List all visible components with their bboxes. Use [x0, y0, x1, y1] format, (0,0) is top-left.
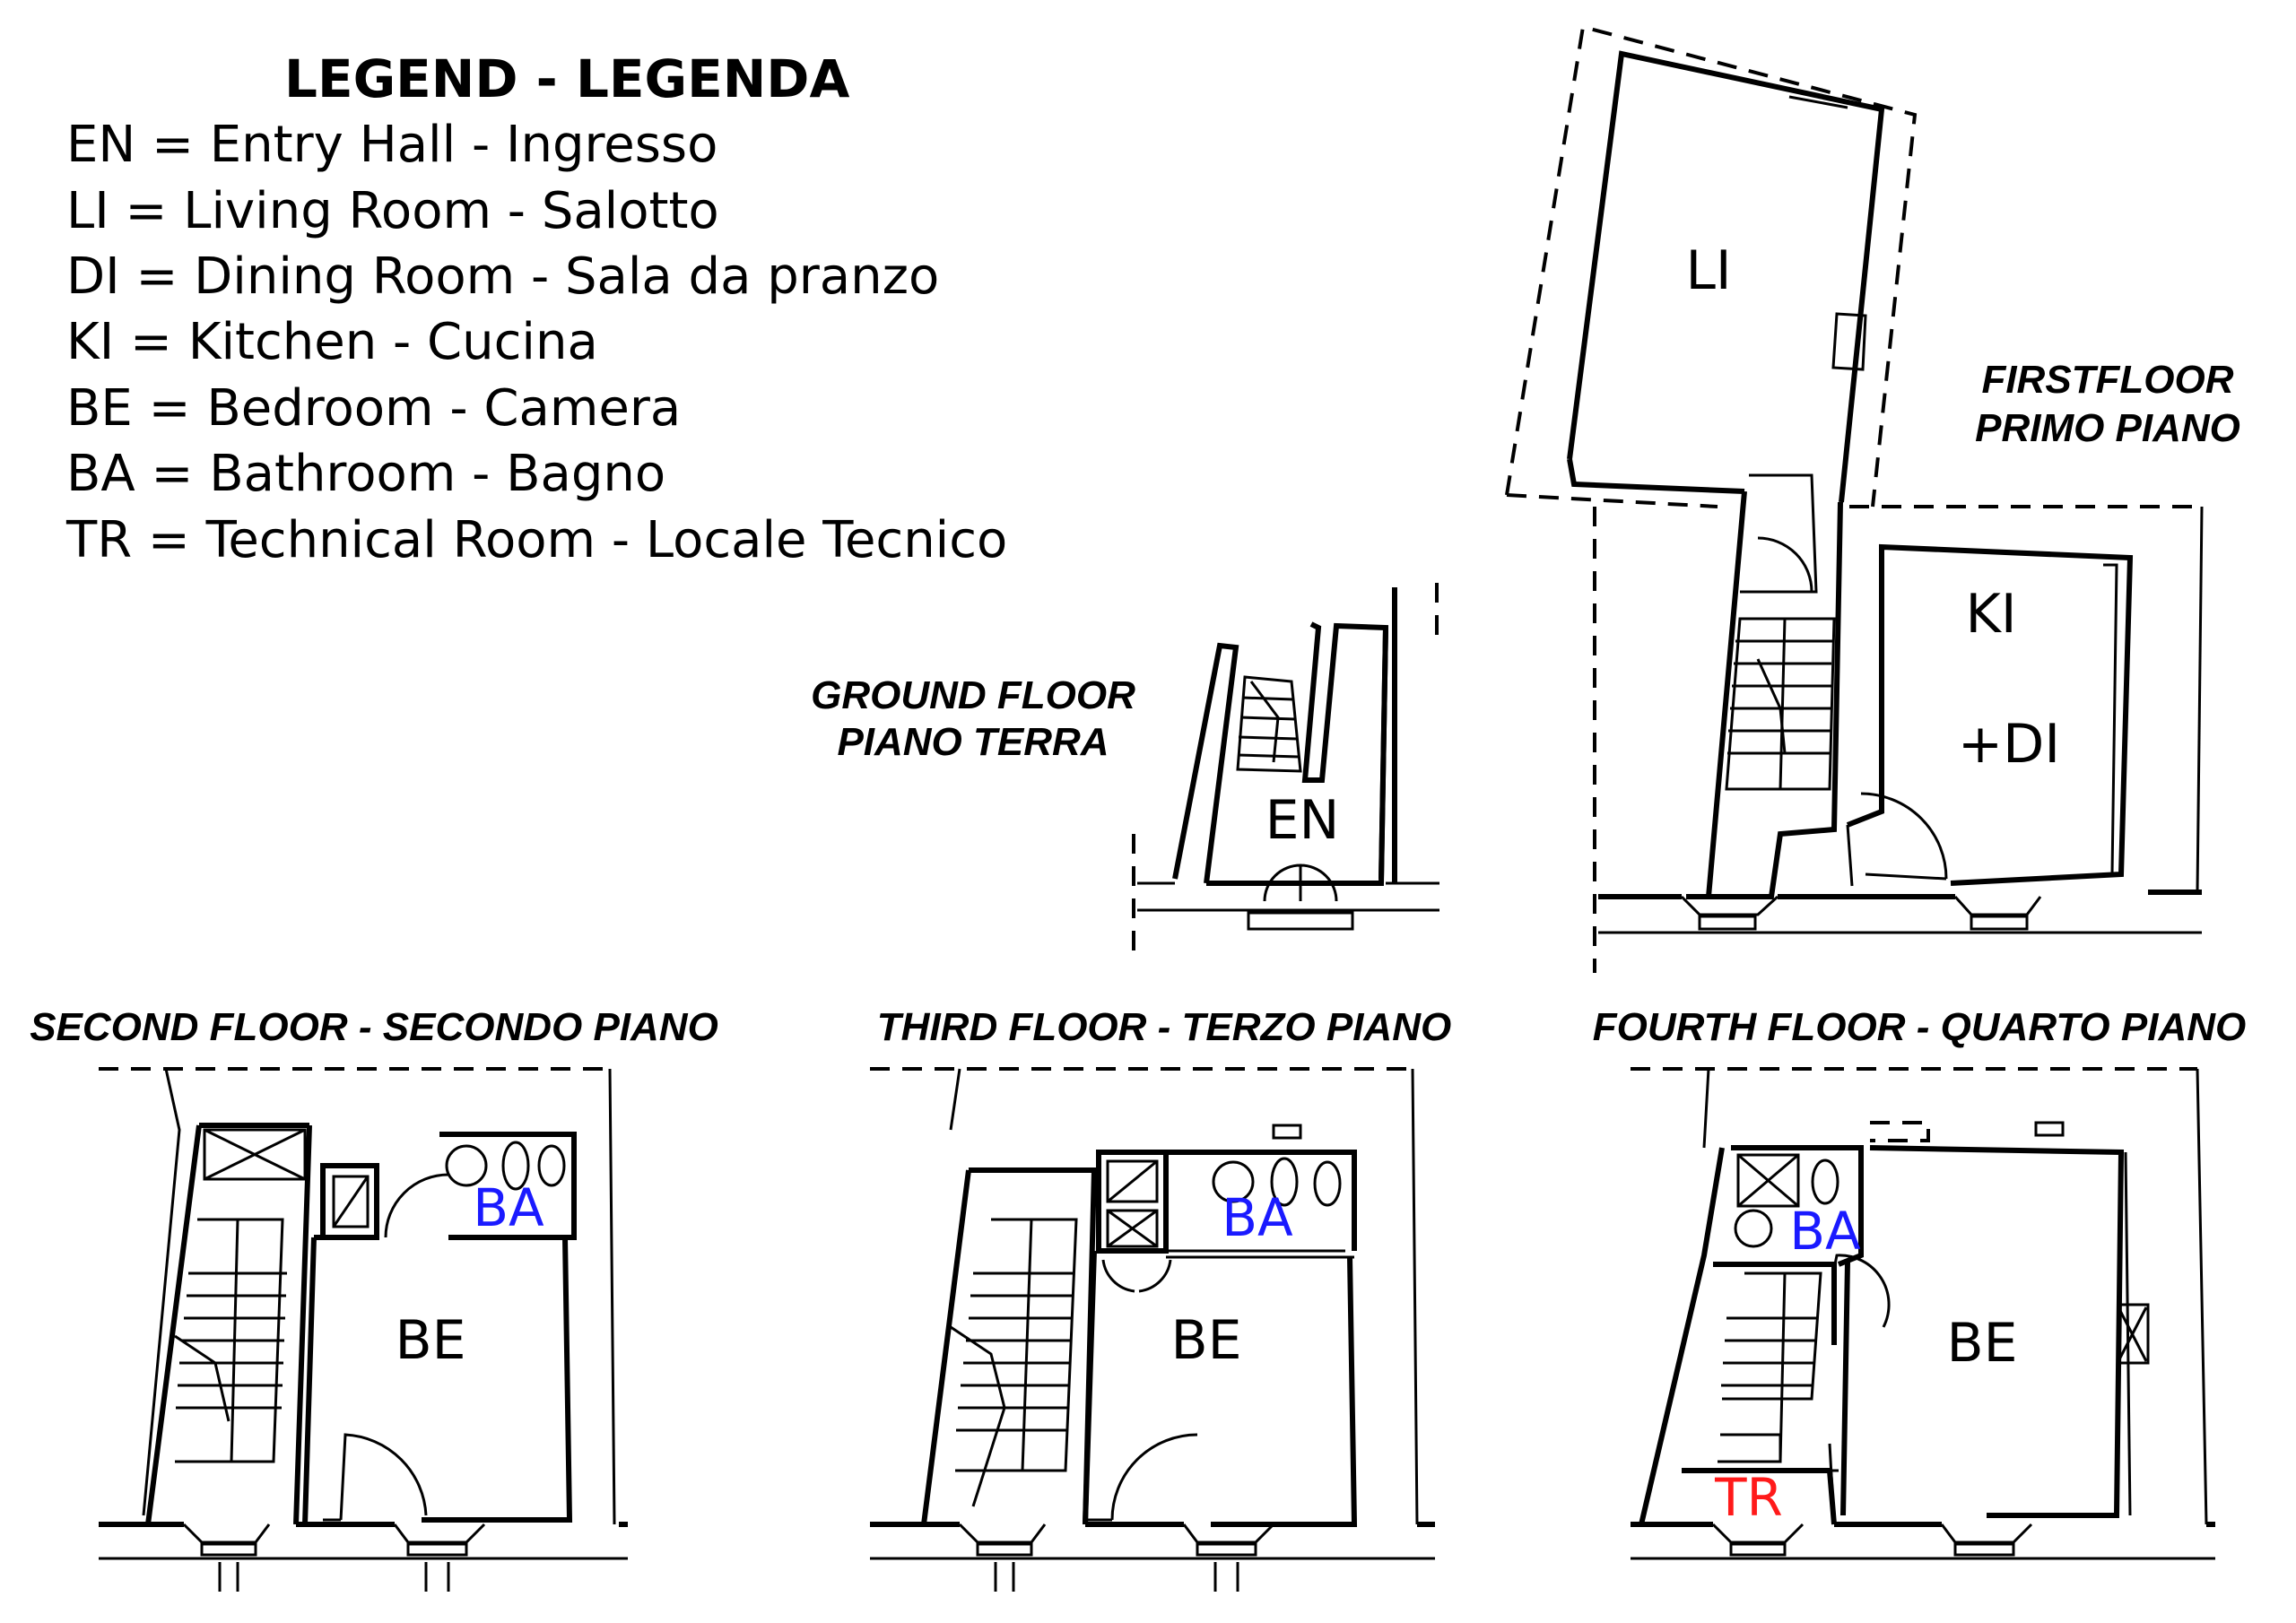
second-floor-label: SECOND FLOOR - SECONDO PIANO [30, 1005, 718, 1049]
first-floor-label-en: FIRSTFLOOR [1981, 358, 2233, 402]
ground-floor-label-it: PIANO TERRA [837, 720, 1109, 764]
second-floor-plan: SECOND FLOOR - SECONDO PIANO BA BE [30, 1005, 718, 1592]
fourth-floor-plan: FOURTH FLOOR - QUARTO PIANO BA BE TR [1593, 1005, 2246, 1560]
ground-floor-plan: GROUND FLOOR PIANO TERRA EN [811, 583, 1439, 959]
third-room-ba: BA [1222, 1187, 1293, 1248]
first-room-li: LI [1685, 239, 1731, 302]
fourth-room-ba: BA [1789, 1201, 1861, 1262]
legend-item-di: DI = Dining Room - Sala da pranzo [66, 247, 939, 306]
second-room-be: BE [395, 1309, 465, 1372]
legend-item-en: EN = Entry Hall - Ingresso [66, 116, 718, 174]
third-floor-label: THIRD FLOOR - TERZO PIANO [877, 1005, 1451, 1049]
legend-title: LEGEND - LEGENDA [284, 48, 849, 109]
fourth-floor-label: FOURTH FLOOR - QUARTO PIANO [1593, 1005, 2246, 1049]
ground-floor-label-en: GROUND FLOOR [811, 673, 1135, 717]
legend-item-be: BE = Bedroom - Camera [66, 379, 681, 438]
ground-room-en: EN [1265, 789, 1340, 852]
first-floor-plan: FIRSTFLOOR PRIMO PIANO LI KI [1505, 24, 2240, 973]
fourth-room-tr: TR [1714, 1467, 1783, 1528]
legend-item-ki: KI = Kitchen - Cucina [66, 313, 598, 371]
second-room-ba: BA [473, 1177, 544, 1238]
legend-item-ba: BA = Bathroom - Bagno [66, 445, 665, 503]
first-room-di: +DI [1958, 713, 2060, 776]
third-room-be: BE [1170, 1309, 1241, 1372]
legend-item-tr: TR = Technical Room - Locale Tecnico [65, 511, 1007, 569]
legend: LEGEND - LEGENDA EN = Entry Hall - Ingre… [65, 48, 1007, 569]
fourth-room-be: BE [1946, 1312, 2017, 1375]
first-room-ki: KI [1965, 583, 2016, 646]
legend-item-li: LI = Living Room - Salotto [66, 182, 719, 240]
third-floor-plan: THIRD FLOOR - TERZO PIANO BA BE [870, 1005, 1451, 1592]
first-floor-label-it: PRIMO PIANO [1975, 406, 2240, 450]
